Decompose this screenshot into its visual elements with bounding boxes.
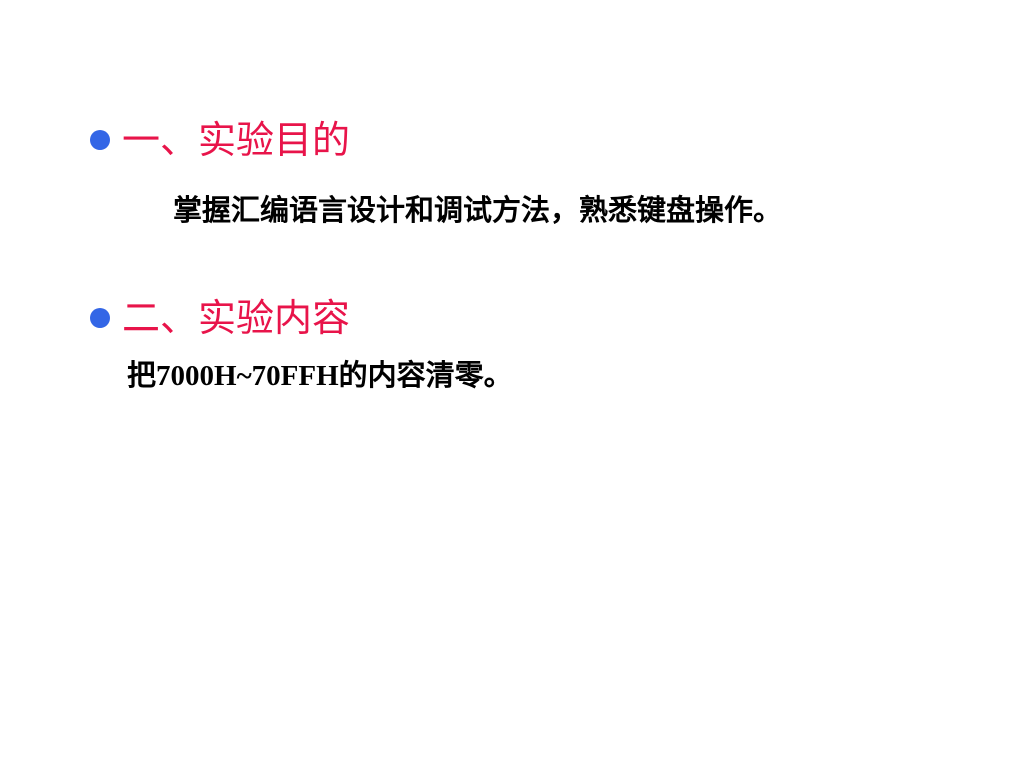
content-text: 把7000H~70FFH的内容清零。 <box>127 355 513 396</box>
bullet-icon <box>90 308 110 328</box>
objective-heading-row: 一、实验目的 <box>90 115 350 165</box>
content-text-part-3: 的内容清零。 <box>338 358 513 392</box>
content-heading-row: 二、实验内容 <box>90 293 350 343</box>
objective-text: 掌握汇编语言设计和调试方法，熟悉键盘操作。 <box>173 193 783 227</box>
bullet-icon <box>90 130 110 150</box>
objective-heading: 一、实验目的 <box>122 118 351 162</box>
content-text-part-1: 把 <box>127 358 157 392</box>
content-text-address-range: 7000H~70FFH <box>156 360 339 392</box>
content-heading: 二、实验内容 <box>122 296 351 340</box>
